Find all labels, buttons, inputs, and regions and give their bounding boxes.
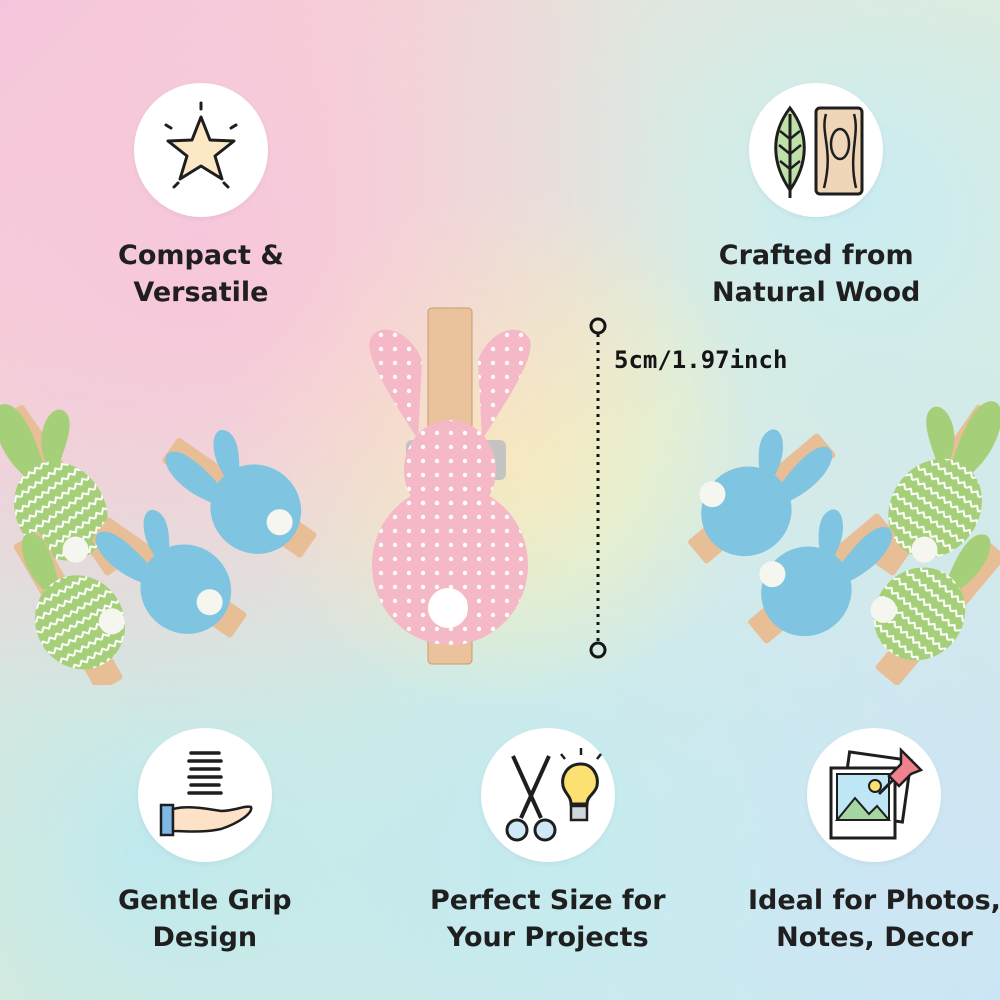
feature-wood-label: Crafted from Natural Wood [712,237,920,311]
feature-grip: Gentle Grip Design [118,728,292,956]
spring-hand-icon [137,728,272,862]
feature-size: Perfect Size for Your Projects [430,728,666,956]
feature-grip-line2: Design [152,922,258,953]
feature-grip-label: Gentle Grip Design [118,882,292,956]
measurement-label: 5cm/1.97inch [614,346,788,374]
feature-compact: Compact & Versatile [118,83,284,311]
feature-ideal-line2: Notes, Decor [776,922,973,953]
photo-pin-icon [807,728,942,862]
star-icon [133,83,268,217]
feature-size-label: Perfect Size for Your Projects [430,882,666,956]
feature-ideal: Ideal for Photos, Notes, Decor [748,728,1000,956]
right-bunny-clips [688,401,1000,685]
scissors-bulb-icon [480,728,615,862]
feature-grip-line1: Gentle Grip [118,885,292,916]
feature-size-line1: Perfect Size for [430,885,666,916]
pink-bunny-clip [369,307,531,665]
leaf-wood-icon [749,83,884,217]
feature-compact-line1: Compact & [118,240,284,271]
feature-ideal-line1: Ideal for Photos, [748,885,1000,916]
feature-wood: Crafted from Natural Wood [712,83,920,311]
feature-compact-line2: Versatile [133,277,269,308]
feature-ideal-label: Ideal for Photos, Notes, Decor [748,882,1000,956]
feature-wood-line1: Crafted from [718,240,914,271]
feature-wood-line2: Natural Wood [712,277,921,308]
feature-size-line2: Your Projects [446,922,649,953]
measurement-line [589,317,607,659]
feature-compact-label: Compact & Versatile [118,237,284,311]
left-bunny-clips [0,404,317,685]
